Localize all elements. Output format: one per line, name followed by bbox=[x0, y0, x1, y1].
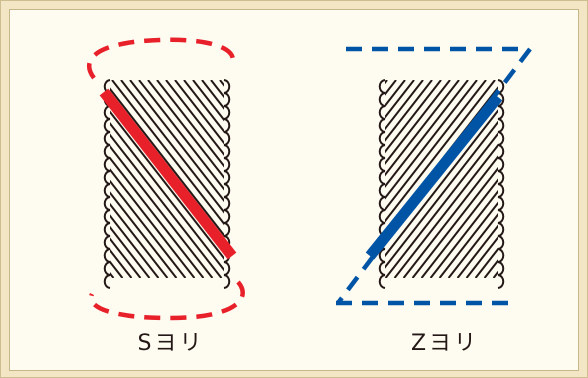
strand-line bbox=[71, 80, 225, 278]
strand-end bbox=[498, 184, 503, 197]
strand-end bbox=[498, 171, 503, 184]
strand-end bbox=[105, 119, 110, 132]
strand-end bbox=[380, 80, 385, 93]
strand-line bbox=[328, 80, 482, 278]
strand-end bbox=[498, 236, 503, 249]
strand-end bbox=[498, 145, 503, 158]
strand-end bbox=[105, 106, 110, 119]
strand-line bbox=[274, 80, 428, 278]
z-twist-slanted-edge bbox=[338, 49, 530, 303]
strand-end bbox=[105, 210, 110, 223]
strand-line bbox=[179, 80, 333, 278]
strand-end bbox=[224, 262, 229, 275]
strand-line bbox=[382, 80, 536, 278]
strand-end bbox=[224, 184, 229, 197]
strand-end bbox=[380, 93, 385, 106]
strand-end bbox=[224, 158, 229, 171]
strand-end bbox=[380, 158, 385, 171]
strand-end bbox=[498, 262, 503, 275]
strand-end bbox=[380, 119, 385, 132]
strand-end bbox=[105, 184, 110, 197]
z-twist-strands bbox=[71, 80, 588, 278]
strand-line bbox=[373, 80, 527, 278]
strand-end bbox=[105, 223, 110, 236]
strand-end bbox=[105, 249, 110, 262]
strand-end bbox=[224, 223, 229, 236]
strand-line bbox=[503, 80, 588, 278]
strand-end bbox=[380, 262, 385, 275]
s-twist-strands bbox=[0, 80, 536, 278]
strand-end bbox=[498, 223, 503, 236]
strand-line bbox=[449, 80, 588, 278]
strand-end bbox=[105, 158, 110, 171]
strand-end bbox=[224, 132, 229, 145]
strand-line bbox=[125, 80, 279, 278]
strand-line bbox=[265, 80, 419, 278]
strand-end bbox=[498, 119, 503, 132]
strand-line bbox=[283, 80, 437, 278]
strand-line bbox=[188, 80, 342, 278]
s-twist-bottom-ellipse bbox=[91, 282, 243, 318]
strand-end bbox=[224, 106, 229, 119]
strand-end bbox=[498, 275, 503, 288]
strand-line bbox=[319, 80, 473, 278]
strand-end bbox=[105, 132, 110, 145]
strand-end bbox=[224, 145, 229, 158]
strand-end bbox=[498, 249, 503, 262]
strand-line bbox=[224, 80, 378, 278]
strand-end bbox=[380, 275, 385, 288]
strand-end bbox=[105, 236, 110, 249]
strand-end bbox=[380, 197, 385, 210]
strand-end bbox=[224, 275, 229, 288]
strand-line bbox=[364, 80, 518, 278]
s-twist-top-ellipse bbox=[89, 40, 233, 78]
strand-end bbox=[224, 93, 229, 106]
strand-end bbox=[380, 145, 385, 158]
strand-line bbox=[256, 80, 410, 278]
strand-end bbox=[498, 210, 503, 223]
strand-line bbox=[229, 80, 383, 278]
strand-end bbox=[224, 80, 229, 93]
strand-line bbox=[134, 80, 288, 278]
strand-end bbox=[498, 158, 503, 171]
strand-line bbox=[233, 80, 387, 278]
strand-line bbox=[170, 80, 324, 278]
strand-line bbox=[337, 80, 491, 278]
strand-line bbox=[211, 80, 365, 278]
strand-end bbox=[498, 132, 503, 145]
strand-line bbox=[116, 80, 270, 278]
s-twist-label: Sヨリ bbox=[101, 325, 241, 357]
strand-end bbox=[105, 171, 110, 184]
strand-line bbox=[0, 80, 104, 278]
z-twist-label: Zヨリ bbox=[375, 325, 515, 357]
strand-line bbox=[310, 80, 464, 278]
strand-end bbox=[105, 262, 110, 275]
strand-line bbox=[220, 80, 374, 278]
strand-line bbox=[0, 80, 113, 278]
strand-end bbox=[224, 119, 229, 132]
strand-end bbox=[105, 145, 110, 158]
strand-end bbox=[105, 197, 110, 210]
strand-end bbox=[380, 171, 385, 184]
strand-end bbox=[380, 184, 385, 197]
strand-end bbox=[498, 106, 503, 119]
strand-line bbox=[215, 80, 369, 278]
strand-end bbox=[380, 210, 385, 223]
strand-line bbox=[107, 80, 261, 278]
strand-end bbox=[224, 171, 229, 184]
strand-line bbox=[161, 80, 315, 278]
strand-end bbox=[224, 197, 229, 210]
strand-line bbox=[80, 80, 234, 278]
strand-end bbox=[224, 210, 229, 223]
strand-end bbox=[380, 132, 385, 145]
strand-end bbox=[380, 106, 385, 119]
strand-line bbox=[458, 80, 588, 278]
strand-line bbox=[494, 80, 588, 278]
strand-end bbox=[498, 197, 503, 210]
strand-end bbox=[105, 275, 110, 288]
